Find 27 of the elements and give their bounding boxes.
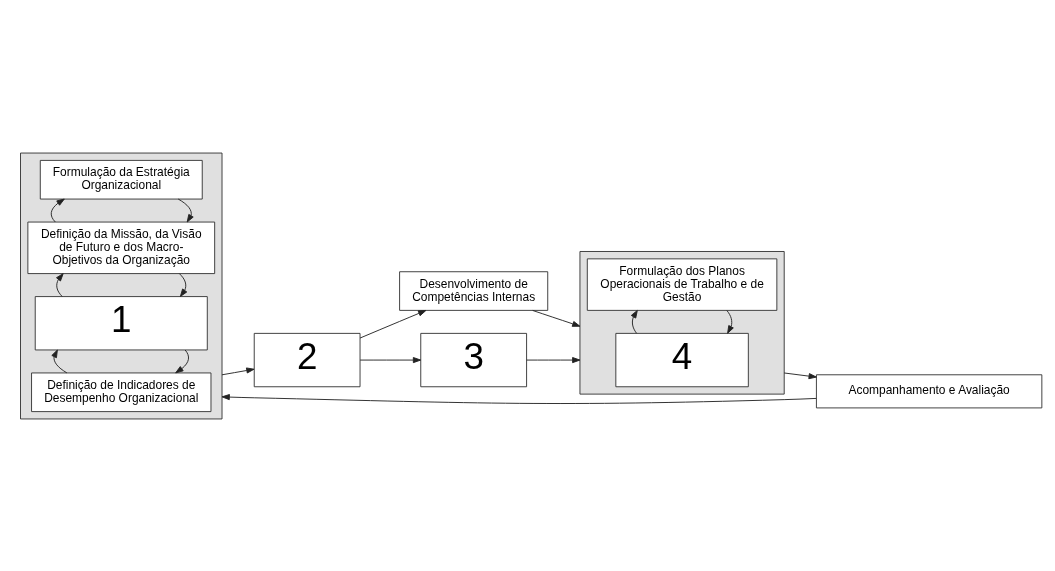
arrow <box>221 366 255 375</box>
arrow <box>50 198 65 222</box>
arrow <box>56 272 64 297</box>
arrow <box>175 349 189 373</box>
arrow <box>783 372 817 379</box>
arrow <box>178 272 188 297</box>
arrow <box>526 356 581 363</box>
arrow <box>177 198 194 222</box>
node-box: 1 <box>34 295 208 350</box>
arrow <box>221 393 817 404</box>
arrow <box>359 356 422 363</box>
node-box: Desenvolvimento de Competências Internas <box>399 270 549 311</box>
node-box: Definição da Missão, da Visão de Futuro e dos Macro-Objetivos da Organização <box>27 221 216 274</box>
arrow <box>532 309 581 327</box>
arrow <box>726 309 734 334</box>
node-box: Acompanhamento e Avaliação <box>815 373 1043 408</box>
arrow <box>630 309 638 334</box>
node-box: 4 <box>615 332 749 387</box>
cluster <box>579 250 785 395</box>
arrow <box>359 309 427 338</box>
node-box: Formulação da Estratégia Organizacional <box>39 159 203 199</box>
cluster <box>20 152 223 419</box>
node-box: Formulação dos Planos Operacionais de Trabalho e de Gestão <box>586 257 778 311</box>
node-box: 3 <box>420 332 528 387</box>
node-box: Definição de Indicadores de Desempenho Organizacional <box>31 372 212 412</box>
node-box: 2 <box>253 332 361 387</box>
arrow <box>51 349 68 373</box>
